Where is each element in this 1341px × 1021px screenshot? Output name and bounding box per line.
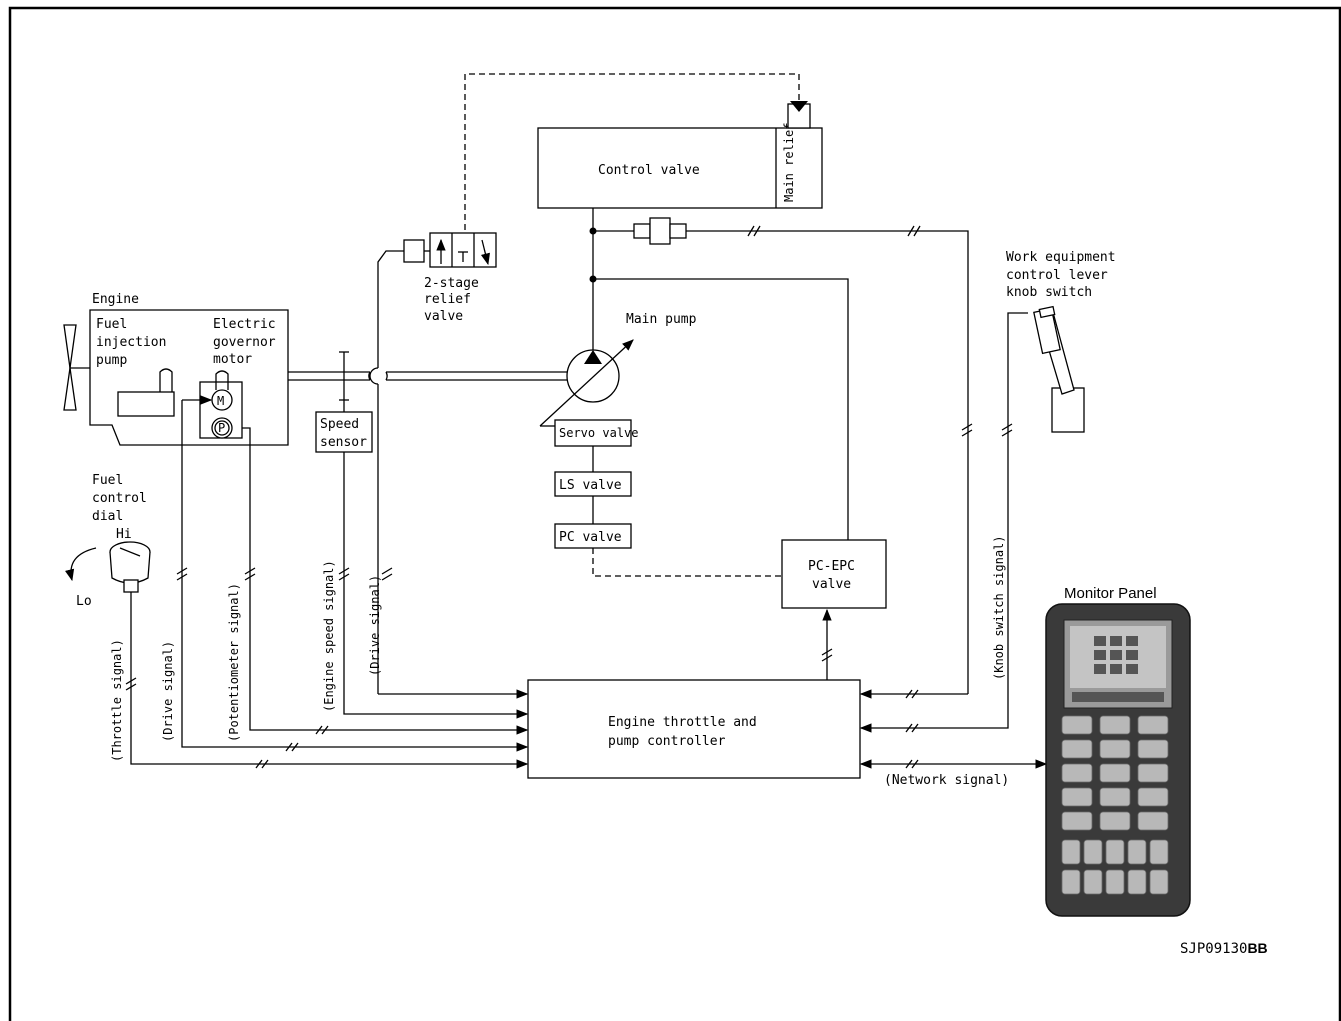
knob-switch-lever-icon <box>1034 307 1084 432</box>
fuel-injection-label-1: Fuel <box>96 317 127 332</box>
relief-valve-label-2: relief <box>424 292 471 307</box>
figure-id-suffix: BB <box>1247 940 1267 956</box>
drive-signal-label-2: (Drive signal) <box>368 575 382 676</box>
dial-lo-label: Lo <box>76 594 92 609</box>
speed-sensor-label-2: sensor <box>320 435 367 450</box>
engine-throttle-pump-controller: Engine throttle and pump controller <box>528 680 860 778</box>
speed-sensor: Speed sensor <box>316 400 372 452</box>
control-valve: Control valve <box>538 128 822 208</box>
servo-valve-label: Servo valve <box>559 426 638 440</box>
network-signal-label: (Network signal) <box>884 773 1009 788</box>
engine-pump-shaft <box>288 352 567 400</box>
fuel-dial-icon <box>71 542 150 592</box>
relief-hydraulic-line <box>378 251 404 368</box>
two-stage-relief-valve: 2-stage relief valve <box>404 233 496 324</box>
figure-id: SJP09130BB <box>1180 940 1268 957</box>
governor-label-2: governor <box>213 335 276 350</box>
engine-speed-signal-label: (Engine speed signal) <box>322 560 336 712</box>
fuel-dial-label-3: dial <box>92 509 123 524</box>
controller-label-1: Engine throttle and <box>608 715 757 730</box>
governor-label-1: Electric <box>213 317 276 332</box>
dial-hi-label: Hi <box>116 527 132 542</box>
main-pump: Main pump <box>540 312 697 426</box>
controller-label-2: pump controller <box>608 734 726 749</box>
engine-label: Engine <box>92 292 139 307</box>
servo-valve: Servo valve <box>540 420 638 446</box>
pc-epc-label-2: valve <box>812 577 851 592</box>
potentiometer-signal-label: (Potentiometer signal) <box>227 583 241 742</box>
relief-valve-label-1: 2-stage <box>424 276 479 291</box>
motor-symbol: M <box>217 394 224 408</box>
control-valve-label: Control valve <box>598 163 700 178</box>
main-pump-label: Main pump <box>626 312 697 327</box>
fuel-injection-label-3: pump <box>96 353 127 368</box>
pc-valve-label: PC valve <box>559 530 622 545</box>
drive-signal-label-1: (Drive signal) <box>161 641 175 742</box>
knob-switch-label-1: Work equipment <box>1006 250 1116 265</box>
speed-sensor-label-1: Speed <box>320 417 359 432</box>
knob-switch-label-3: knob switch <box>1006 285 1092 300</box>
main-relief-label: Main relief <box>782 123 796 202</box>
monitor-panel-device <box>1046 604 1190 916</box>
potentiometer-symbol: P <box>218 421 225 435</box>
ls-valve-label: LS valve <box>559 478 622 493</box>
pc-epc-valve: PC-EPC valve <box>782 540 886 608</box>
fuel-injection-label-2: injection <box>96 335 166 350</box>
fuel-dial-label-1: Fuel <box>92 473 123 488</box>
figure-id-main: SJP09130 <box>1180 941 1247 957</box>
monitor-panel-label: Monitor Panel <box>1064 585 1157 602</box>
throttle-signal-label: (Throttle signal) <box>110 639 124 762</box>
relief-valve-label-3: valve <box>424 309 463 324</box>
epc-pilot-line <box>593 548 782 576</box>
knob-switch-signal-label: (Knob switch signal) <box>992 536 1006 681</box>
ls-valve: LS valve <box>555 472 631 496</box>
pc-epc-label-1: PC-EPC <box>808 559 855 574</box>
pc-valve: PC valve <box>555 524 631 548</box>
fan-icon <box>64 325 90 410</box>
governor-label-3: motor <box>213 352 252 367</box>
pump-delivery-lines <box>590 208 969 694</box>
fuel-dial-label-2: control <box>92 491 147 506</box>
knob-switch-label-2: control lever <box>1006 268 1108 283</box>
